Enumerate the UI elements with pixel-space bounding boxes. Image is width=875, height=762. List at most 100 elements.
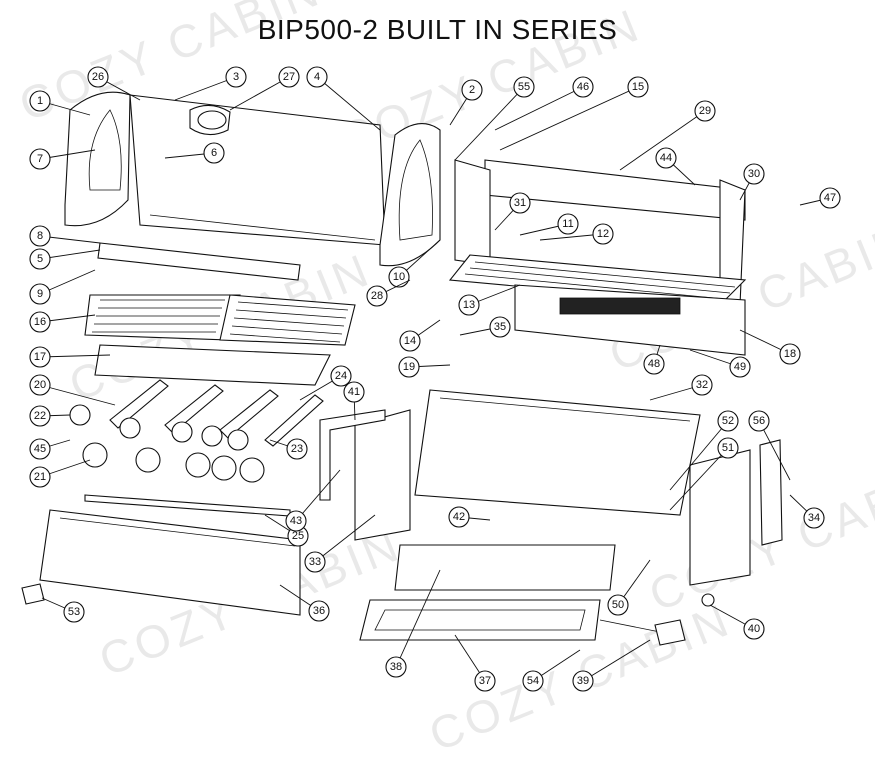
callout-42: 42 [448, 506, 491, 528]
callout-circle [366, 285, 388, 307]
callout-31: 31 [494, 192, 531, 231]
callout-44: 44 [655, 147, 696, 186]
callout-number: 25 [292, 530, 304, 542]
callout-circle [29, 283, 51, 305]
callout-circle [513, 76, 535, 98]
callout-number: 10 [393, 271, 405, 283]
leader-line [494, 86, 584, 131]
callout-circle [29, 225, 51, 247]
leader-line [39, 354, 111, 358]
callout-circle [509, 192, 531, 214]
callout-circle [225, 66, 247, 88]
leader-line [758, 420, 791, 481]
callout-circle [461, 79, 483, 101]
callout-6: 6 [164, 142, 225, 164]
callout-circle [343, 381, 365, 403]
callout-38: 38 [385, 569, 441, 678]
callout-12: 12 [539, 223, 614, 245]
callout-number: 40 [748, 623, 760, 635]
left-side-panel [354, 409, 411, 541]
callout-circle [308, 600, 330, 622]
callout-10: 10 [388, 239, 441, 288]
callout-circle [29, 438, 51, 460]
left-end-cap [64, 91, 131, 227]
callout-circle [572, 76, 594, 98]
callout-number: 32 [696, 379, 708, 391]
callout-circle [592, 223, 614, 245]
callout-5: 5 [29, 248, 101, 270]
callout-36: 36 [279, 584, 330, 622]
control-panel [39, 509, 301, 616]
leader-line [316, 76, 381, 131]
callout-number: 6 [211, 147, 217, 159]
callout-circle [304, 551, 326, 573]
callout-number: 39 [577, 675, 589, 687]
control-knobs [69, 404, 265, 483]
callout-number: 33 [309, 556, 321, 568]
callout-number: 53 [68, 606, 80, 618]
callout-14: 14 [399, 319, 441, 352]
callout-circle [458, 294, 480, 316]
burner-tube [109, 379, 169, 429]
callout-7: 7 [29, 148, 96, 170]
callout-number: 37 [479, 675, 491, 687]
callout-number: 15 [632, 81, 644, 93]
callout-number: 4 [314, 71, 320, 83]
leader-line [499, 86, 639, 151]
callout-circle [285, 510, 307, 532]
callout-number: 1 [37, 95, 43, 107]
callout-number: 43 [290, 515, 302, 527]
callout-circle [717, 410, 739, 432]
leader-line [314, 514, 376, 563]
callout-number: 42 [453, 511, 465, 523]
callout-number: 20 [34, 379, 46, 391]
callout-circle [691, 374, 713, 396]
callout-number: 41 [348, 386, 360, 398]
callout-35: 35 [459, 316, 511, 338]
callout-number: 30 [748, 168, 760, 180]
callout-number: 47 [824, 192, 836, 204]
callout-circle [29, 405, 51, 427]
callout-16: 16 [29, 311, 96, 333]
callout-27: 27 [229, 66, 300, 111]
leader-line [295, 469, 341, 522]
callout-33: 33 [304, 514, 376, 573]
callout-circle [29, 346, 51, 368]
callout-number: 21 [34, 471, 46, 483]
callout-circle [819, 187, 841, 209]
callout-18: 18 [739, 329, 801, 365]
leader-line [669, 447, 729, 511]
callout-circle [572, 670, 594, 692]
callout-circle [286, 438, 308, 460]
callout-54: 54 [522, 649, 581, 692]
callout-circle [522, 670, 544, 692]
callout-number: 54 [527, 675, 539, 687]
callout-17: 17 [29, 346, 111, 368]
callout-41: 41 [343, 381, 365, 421]
callout-number: 22 [34, 410, 46, 422]
callout-4: 4 [306, 66, 381, 131]
callout-circle [643, 353, 665, 375]
callout-circle [29, 374, 51, 396]
callout-number: 26 [92, 71, 104, 83]
callout-number: 8 [37, 230, 43, 242]
firebox [414, 389, 701, 516]
callout-22: 22 [29, 405, 71, 427]
callout-number: 55 [518, 81, 530, 93]
callout-circle [29, 248, 51, 270]
callout-circle [63, 601, 85, 623]
callout-55: 55 [454, 76, 535, 161]
callout-number: 38 [390, 661, 402, 673]
callout-number: 49 [734, 361, 746, 373]
callout-number: 24 [335, 370, 347, 382]
callout-37: 37 [454, 634, 496, 692]
callout-26: 26 [87, 66, 141, 101]
callout-50: 50 [607, 559, 651, 616]
leader-line [174, 76, 237, 101]
callout-number: 16 [34, 316, 46, 328]
callout-51: 51 [669, 437, 739, 511]
callout-9: 9 [29, 269, 96, 305]
callout-number: 31 [514, 197, 526, 209]
callout-number: 19 [403, 361, 415, 373]
callout-47: 47 [799, 187, 841, 209]
